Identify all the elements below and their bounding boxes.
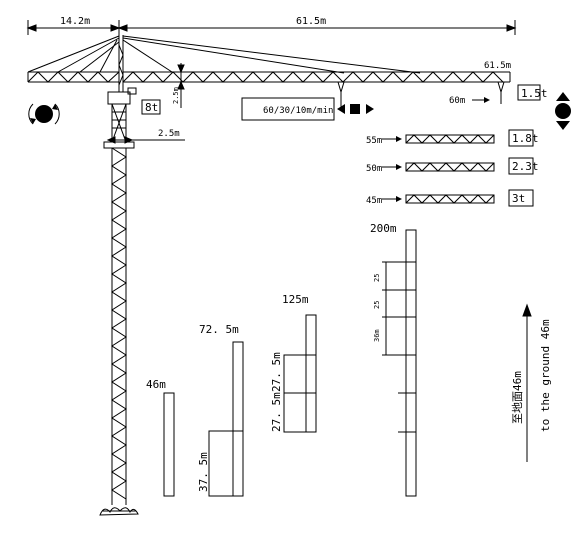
jib-variant-arrowhead [396, 164, 402, 170]
tower-height-200: 200m [370, 222, 397, 235]
ground-arrow [522, 303, 532, 462]
ground-note-en: to the ground 46m [539, 319, 552, 432]
segment-125-upper: 27. 5m [270, 352, 283, 392]
segment-72-label: 37. 5m [197, 452, 210, 492]
jib-variant-section [405, 162, 495, 172]
jib-variant-capacity-label: 1.8t [512, 132, 539, 145]
mast-width-label: 2.5m [158, 129, 180, 139]
jib-tip-length-label: 61.5m [484, 61, 511, 71]
hoist-direction-icon [555, 92, 571, 130]
jib-variant-capacity-label: 3t [512, 192, 525, 205]
segment-200-a: 25 [373, 274, 381, 282]
jib-variant-section [405, 194, 495, 204]
jib-variant-radius-label: 50m [366, 164, 382, 174]
tower-configurations [163, 229, 417, 497]
jib-variant-lattice [405, 162, 495, 172]
mast-base [99, 507, 139, 516]
tip-load-capacity-box [517, 84, 541, 101]
jib-height-label: 2.5m [172, 87, 180, 104]
trolley-direction-icon [337, 104, 374, 114]
jib-variant-capacity-box [508, 189, 534, 207]
cathead [27, 35, 421, 92]
jib-variant-lattice [405, 134, 495, 144]
mast-width-dimension [106, 136, 185, 144]
tower-height-125: 125m [282, 293, 309, 306]
jib-variant-capacity-label: 2.3t [512, 160, 539, 173]
tip-load-radius-label: 60m [449, 96, 465, 106]
jib-variant-lattice [405, 194, 495, 204]
ground-note-zh: 至地面46m [511, 371, 524, 424]
jib-variant-radius-label: 55m [366, 136, 382, 146]
jib-variants: 55m 1.8t 50m 2.3t 45m 3t [366, 129, 539, 207]
counter-jib [27, 71, 120, 83]
segment-200-b: 25 [373, 301, 381, 309]
jib-variant-capacity-box [508, 157, 534, 175]
trolley-speed-label: 60/30/10m/min [263, 106, 333, 116]
counter-jib-length-label: 14.2m [60, 16, 90, 27]
jib-variant-arrowhead [396, 196, 402, 202]
segment-125-lower: 27. 5m [270, 392, 283, 432]
jib-height-dimension [177, 63, 185, 108]
hook-capacity-box [141, 99, 161, 115]
jib-variant-arrowhead [396, 136, 402, 142]
main-jib [122, 71, 511, 83]
tip-load-capacity-label: 1.5t [521, 87, 548, 100]
jib-variant-radius-label: 45m [366, 196, 382, 206]
jib-variant-capacity-box [508, 129, 534, 147]
top-dimension-line [26, 20, 517, 35]
trolley-speed-box [241, 97, 335, 121]
tower-height-72: 72. 5m [199, 323, 239, 336]
jib-variant-section [405, 134, 495, 144]
slewing-unit [103, 87, 137, 149]
segment-200-c: 36m [373, 329, 381, 342]
slewing-rotation-icon [28, 103, 60, 125]
jib-hook-markers [337, 81, 505, 110]
tower-mast [111, 147, 127, 505]
jib-length-label: 61.5m [296, 16, 326, 27]
tower-height-46: 46m [146, 378, 166, 391]
hook-capacity-label: 8t [145, 101, 158, 114]
